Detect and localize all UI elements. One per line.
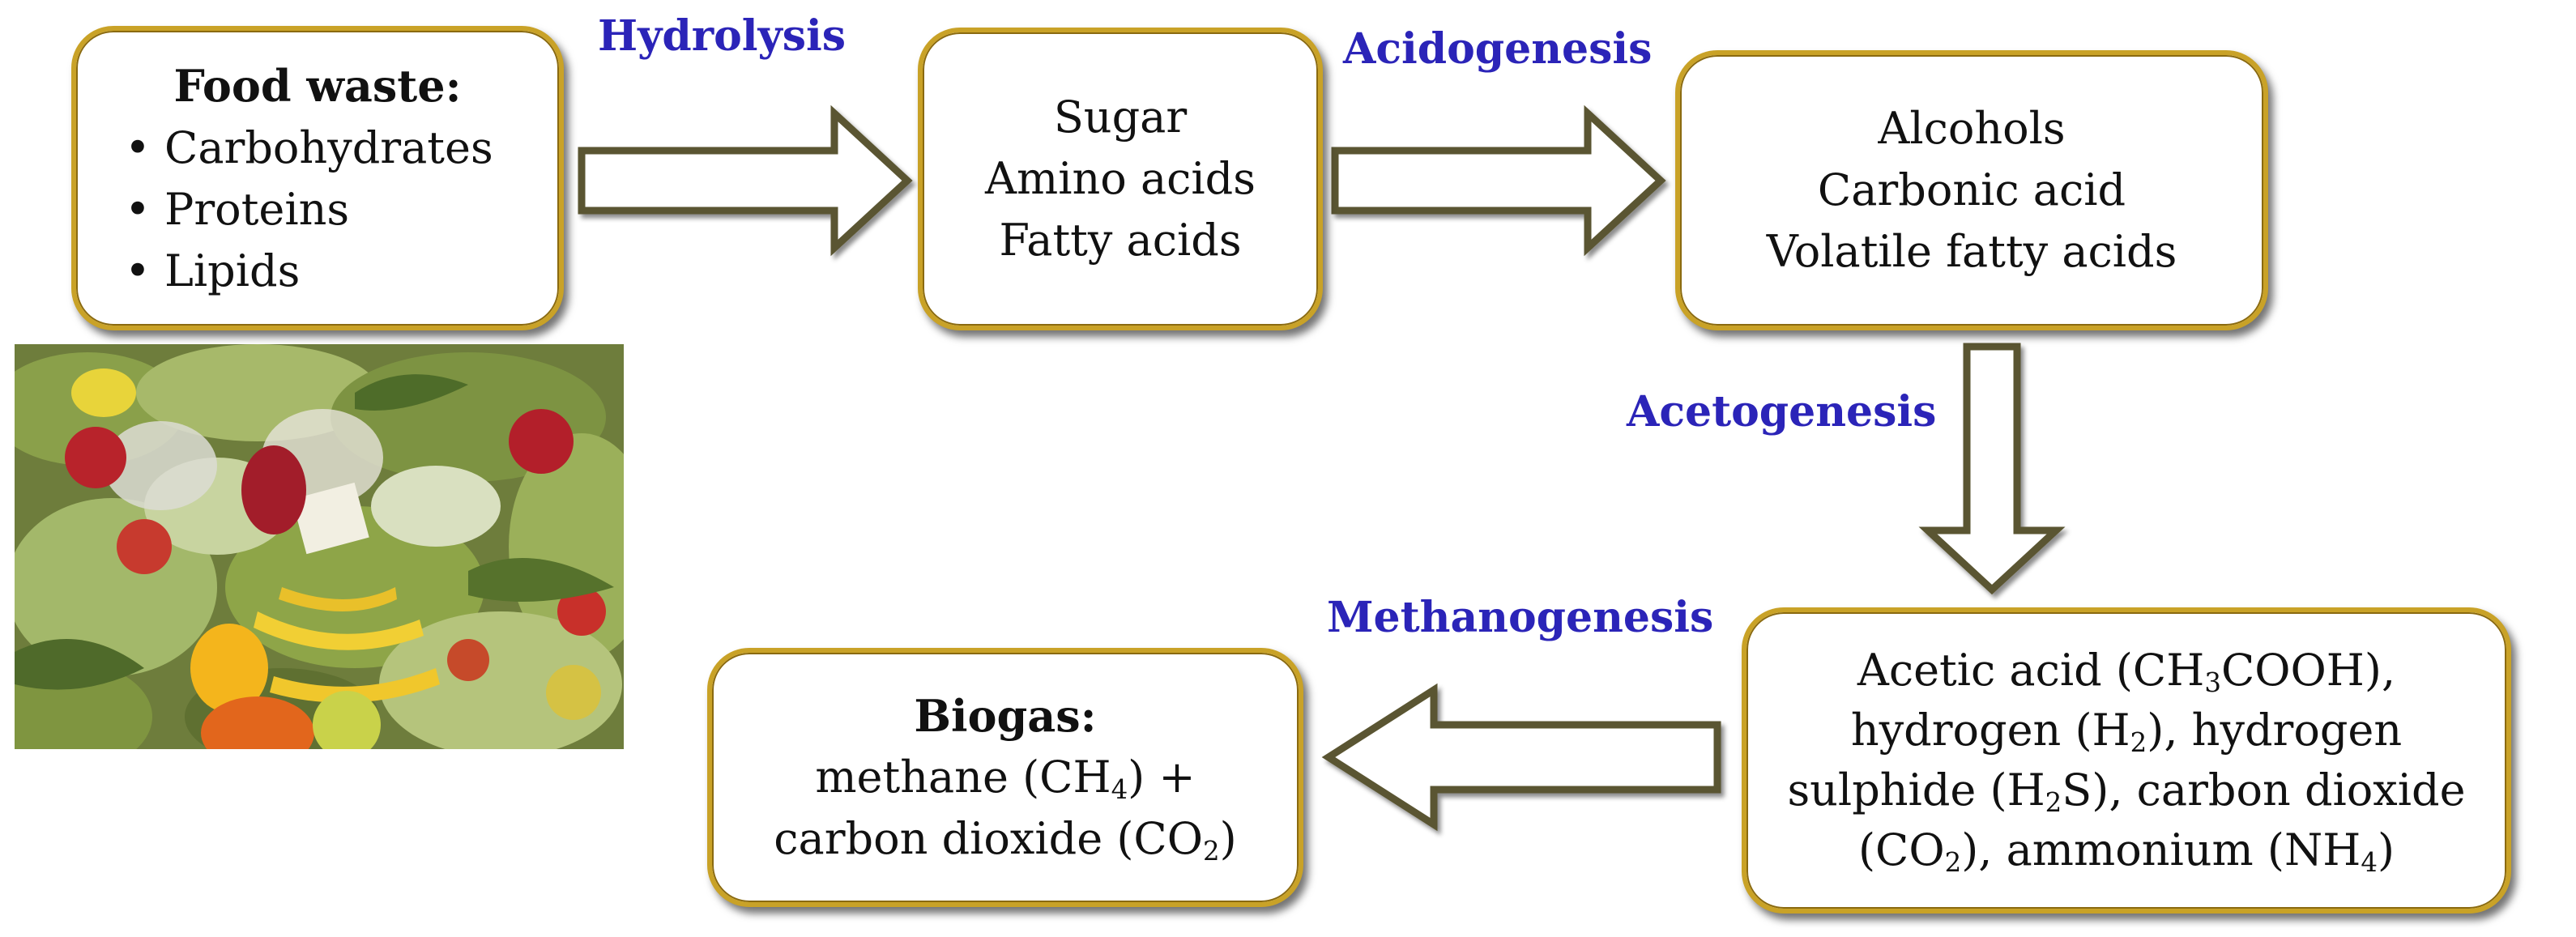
product-sugar: Sugar xyxy=(1053,92,1188,143)
hydrolysis-products-box: Sugar Amino acids Fatty acids xyxy=(918,28,1323,330)
arrow-acidogenesis xyxy=(1331,104,1666,257)
product-amino-acids: Amino acids xyxy=(985,153,1256,204)
food-waste-box: Food waste: • Carbohydrates • Proteins •… xyxy=(71,26,564,330)
product-alcohols: Alcohols xyxy=(1878,103,2066,154)
product-carbonic-acid: Carbonic acid xyxy=(1817,164,2126,215)
list-item: • Proteins xyxy=(125,183,350,235)
food-waste-title: Food waste: xyxy=(173,59,462,112)
biogas-line: carbon dioxide (CO2) xyxy=(774,813,1237,867)
list-item: • Lipids xyxy=(125,245,301,296)
biogas-line: methane (CH4) + xyxy=(815,752,1196,806)
stage-label-methanogenesis: Methanogenesis xyxy=(1327,593,1714,642)
acetogenesis-products-box: Acetic acid (CH3COOH), hydrogen (H2), hy… xyxy=(1742,607,2511,914)
stage-label-acidogenesis: Acidogenesis xyxy=(1343,24,1653,74)
product-line: Acetic acid (CH3COOH), xyxy=(1857,645,2396,699)
list-item: • Carbohydrates xyxy=(125,121,493,173)
product-line: (CO2), ammonium (NH4) xyxy=(1857,824,2395,879)
arrow-methanogenesis xyxy=(1321,683,1721,832)
product-volatile-fatty-acids: Volatile fatty acids xyxy=(1766,226,2177,277)
product-line: hydrogen (H2), hydrogen xyxy=(1850,705,2403,759)
stage-label-acetogenesis: Acetogenesis xyxy=(1627,387,1937,437)
biogas-title: Biogas: xyxy=(914,690,1097,742)
stage-label-hydrolysis: Hydrolysis xyxy=(598,11,847,61)
product-fatty-acids: Fatty acids xyxy=(999,215,1242,266)
biogas-box: Biogas: methane (CH4) + carbon dioxide (… xyxy=(707,648,1303,907)
arrow-acetogenesis xyxy=(1918,343,2066,595)
food-waste-photo xyxy=(15,344,624,749)
arrow-hydrolysis xyxy=(578,104,913,257)
acidogenesis-products-box: Alcohols Carbonic acid Volatile fatty ac… xyxy=(1675,50,2268,330)
product-line: sulphide (H2S), carbon dioxide xyxy=(1787,765,2466,819)
